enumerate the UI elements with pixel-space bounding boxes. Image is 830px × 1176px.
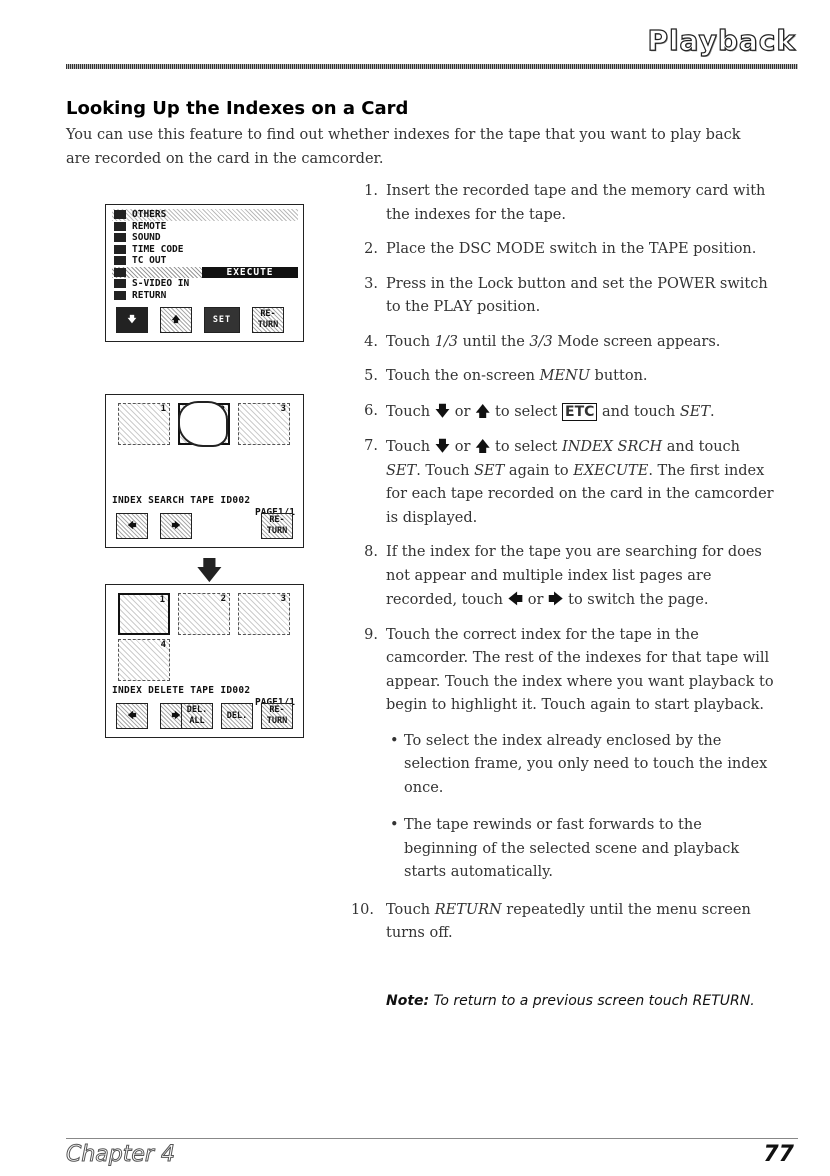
sound-icon [114,233,126,242]
step-item: 10.Touch RETURN repeatedly until the men… [350,901,751,942]
right-arrow-icon: 🡆 [548,590,564,608]
down-arrow-icon: 🡇 [434,401,451,420]
page-indicator: PAGE1/1 [255,507,295,518]
menu-screen-illustration: OTHERS REMOTE SOUND TIME CODE TC OUT EXE… [105,204,304,342]
right-arrow-icon: 🡆 [171,520,181,531]
step-bullets: To select the index already enclosed by … [386,730,778,885]
bullet-item: The tape rewinds or fast forwards to the… [386,814,778,885]
menu-row: REMOTE [112,221,298,233]
index-thumbnail-selected: 1 [118,593,170,635]
set-button: SET [204,307,240,333]
return-icon [114,290,126,300]
down-arrow-icon: 🡇 [127,314,137,325]
index-thumbnail: 3 [238,593,290,635]
step-item: 1.Insert the recorded tape and the memor… [364,183,766,223]
menu-row: RETURN [112,290,298,302]
menu-row-selected: EXECUTE [112,266,298,278]
up-button: 🡅 [160,307,192,333]
chapter-title: Playback [647,23,796,57]
index-search-screen-illustration: 1 2 3 INDEX SEARCH TAPE ID002 PAGE1/1 🡄 … [105,394,304,548]
up-arrow-icon: 🡅 [171,314,181,325]
intro-paragraph: You can use this feature to find out whe… [66,127,741,167]
index-delete-screen-illustration: 1 2 3 4 INDEX DELETE TAPE ID002 PAGE1/1 … [105,584,304,738]
remote-icon [114,221,126,231]
left-arrow-icon: 🡄 [127,520,137,531]
page-indicator: PAGE1/1 [255,697,295,708]
footer-chapter: Chapter 4 [66,1142,176,1168]
step-item: 7.Touch 🡇 or 🡅 to select INDEX SRCH and … [364,437,774,526]
index-thumbnail: 2 [178,593,230,635]
page-left-button: 🡄 [116,703,148,729]
s-video-icon [114,279,126,288]
etc-icon: ETC [562,402,598,421]
step-item: 9.Touch the correct index for the tape i… [358,624,778,885]
header-rule [66,64,798,69]
step-item: 8.If the index for the tape you are sear… [364,544,762,608]
menu-row: S-VIDEO IN [112,278,298,290]
left-arrow-icon: 🡄 [507,590,524,608]
down-button: 🡇 [116,307,148,333]
index-search-icon [114,267,126,277]
return-button: RE- TURN [261,703,293,729]
menu-row: OTHERS [112,209,298,221]
others-icon [114,210,126,219]
bullet-item: To select the index already enclosed by … [386,730,778,801]
index-delete-status: INDEX DELETE TAPE ID002 [112,685,251,696]
menu-row: SOUND [112,232,298,244]
time-code-icon [114,244,126,254]
delete-button: DEL. [221,703,253,729]
down-arrow-icon: 🡇 [196,556,223,586]
up-arrow-icon: 🡅 [475,437,491,455]
note: Note: To return to a previous screen tou… [386,993,755,1009]
index-search-status: INDEX SEARCH TAPE ID002 [112,495,251,506]
delete-all-button: DEL. ALL [181,703,213,729]
step-item: 6.Touch 🡇 or 🡅 to select ETC and touch S… [364,401,715,421]
footer-rule [66,1138,798,1139]
index-thumbnail: 3 [238,403,290,445]
instruction-steps: 1.Insert the recorded tape and the memor… [350,180,778,957]
tc-out-icon [114,256,126,265]
step-item: 5.Touch the on-screen MENU button. [364,368,648,384]
return-button: RE- TURN [261,513,293,539]
right-arrow-icon: 🡆 [171,710,181,721]
step-item: 2.Place the DSC MODE switch in the TAPE … [364,241,757,257]
section-heading: Looking Up the Indexes on a Card [66,98,409,119]
up-arrow-icon: 🡅 [475,401,491,420]
step-item: 3.Press in the Lock button and set the P… [364,275,768,316]
page-right-button: 🡆 [160,513,192,539]
menu-row: TIME CODE [112,244,298,256]
page-number: 77 [763,1142,794,1167]
index-thumbnail: 1 [118,403,170,445]
down-arrow-icon: 🡇 [434,437,451,455]
step-item: 4.Touch 1/3 until the 3/3 Mode screen ap… [364,333,721,350]
index-thumbnail: 4 [118,639,170,681]
page-left-button: 🡄 [116,513,148,539]
return-button: RE- TURN [252,307,284,333]
execute-label: EXECUTE [202,266,298,278]
menu-row: TC OUT [112,255,298,267]
left-arrow-icon: 🡄 [127,710,137,721]
touching-hand-icon [178,401,228,447]
